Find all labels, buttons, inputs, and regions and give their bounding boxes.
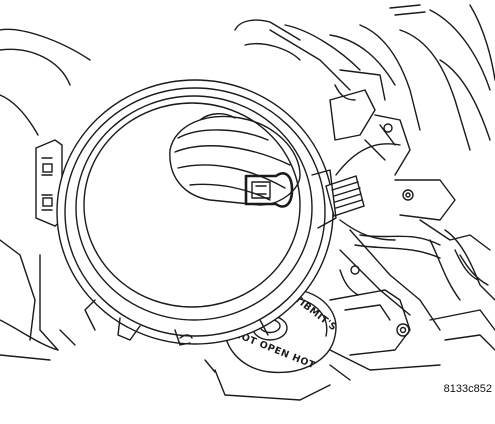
iat-sensor-outline bbox=[244, 172, 294, 208]
air-cleaner-housing bbox=[35, 79, 334, 346]
hose-clamp bbox=[311, 169, 365, 229]
engine-background bbox=[0, 4, 495, 381]
figure-code: 8133c852 bbox=[443, 383, 492, 395]
outlet-hose bbox=[335, 143, 401, 241]
